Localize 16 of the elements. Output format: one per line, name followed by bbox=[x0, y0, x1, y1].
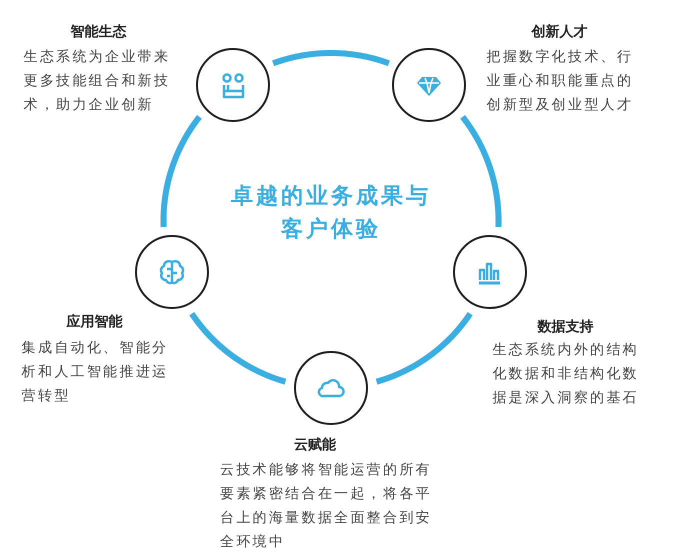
section-heading: 云赋能 bbox=[293, 436, 337, 454]
description-text: 云技术能够将智能运营的所有要素紧密结合在一起，将各平台上的海量数据全面整合到安全环境中 bbox=[220, 461, 432, 552]
ring-arc bbox=[189, 312, 286, 385]
ring-arc bbox=[460, 115, 502, 228]
section-heading: 应用智能 bbox=[65, 313, 124, 332]
description-text: 集成自动化、智能分析和人工智能推进运营转型 bbox=[22, 339, 170, 406]
ring-arc bbox=[376, 312, 473, 385]
section-heading: 创新人才 bbox=[530, 22, 588, 41]
section-heading: 数据支持 bbox=[536, 318, 594, 336]
description-text: 生态系统内外的结构化数据和非结构化数据是深入洞察的基石 bbox=[492, 341, 640, 408]
description-text: 把握数字化技术、行业重心和职能重点的创新型及创业型人才 bbox=[486, 48, 634, 115]
description-text: 生态系统为企业带来更多技能组合和新技术，助力企业创新 bbox=[24, 48, 172, 115]
section-heading: 智能生态 bbox=[70, 22, 128, 41]
center-title: 卓越的业务成果与客户体验 bbox=[230, 183, 432, 244]
ring-arc bbox=[272, 50, 390, 66]
ring-arc bbox=[160, 115, 202, 228]
